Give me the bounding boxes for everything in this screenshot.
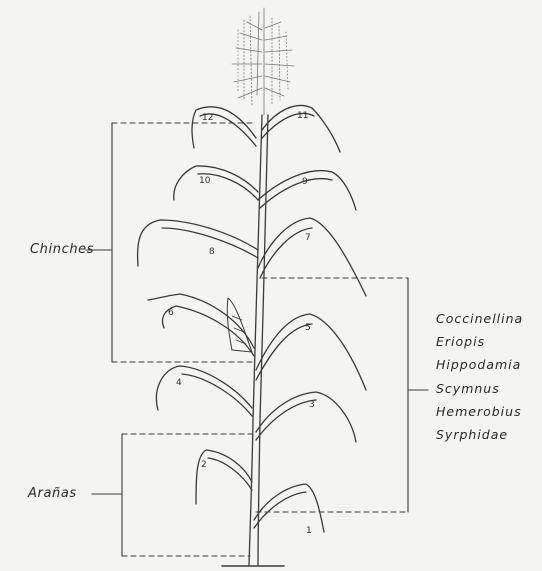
leaf-number-7: 7 bbox=[305, 233, 311, 243]
predator-hippodamia: Hippodamia bbox=[436, 353, 523, 376]
leaf-number-11: 11 bbox=[297, 111, 308, 121]
leaf-number-12: 12 bbox=[202, 113, 213, 123]
predators-bracket bbox=[256, 278, 428, 512]
leaf-number-6: 6 bbox=[168, 308, 174, 318]
leaf-number-4: 4 bbox=[176, 378, 182, 388]
brackets bbox=[86, 123, 428, 556]
predator-scymnus: Scymnus bbox=[436, 377, 523, 400]
predator-hemerobius: Hemerobius bbox=[436, 400, 523, 423]
chinches-bracket bbox=[86, 123, 256, 362]
predator-list: Coccinellina Eriopis Hippodamia Scymnus … bbox=[436, 307, 523, 446]
leaf-number-3: 3 bbox=[309, 400, 315, 410]
leaf-number-10: 10 bbox=[199, 176, 211, 186]
stalk bbox=[249, 115, 268, 565]
aranas-bracket bbox=[92, 434, 252, 556]
leaf-number-8: 8 bbox=[209, 247, 215, 257]
predator-coccinellina: Coccinellina bbox=[436, 307, 523, 330]
leaf-number-2: 2 bbox=[201, 460, 207, 470]
tassel bbox=[232, 8, 294, 115]
predator-syrphidae: Syrphidae bbox=[436, 423, 523, 446]
predator-eriopis: Eriopis bbox=[436, 330, 523, 353]
chinches-label: Chinches bbox=[30, 242, 94, 257]
leaf-number-5: 5 bbox=[305, 323, 311, 333]
leaf-number-1: 1 bbox=[306, 526, 312, 536]
aranas-label: Arañas bbox=[28, 486, 77, 501]
leaf-number-9: 9 bbox=[302, 177, 308, 187]
